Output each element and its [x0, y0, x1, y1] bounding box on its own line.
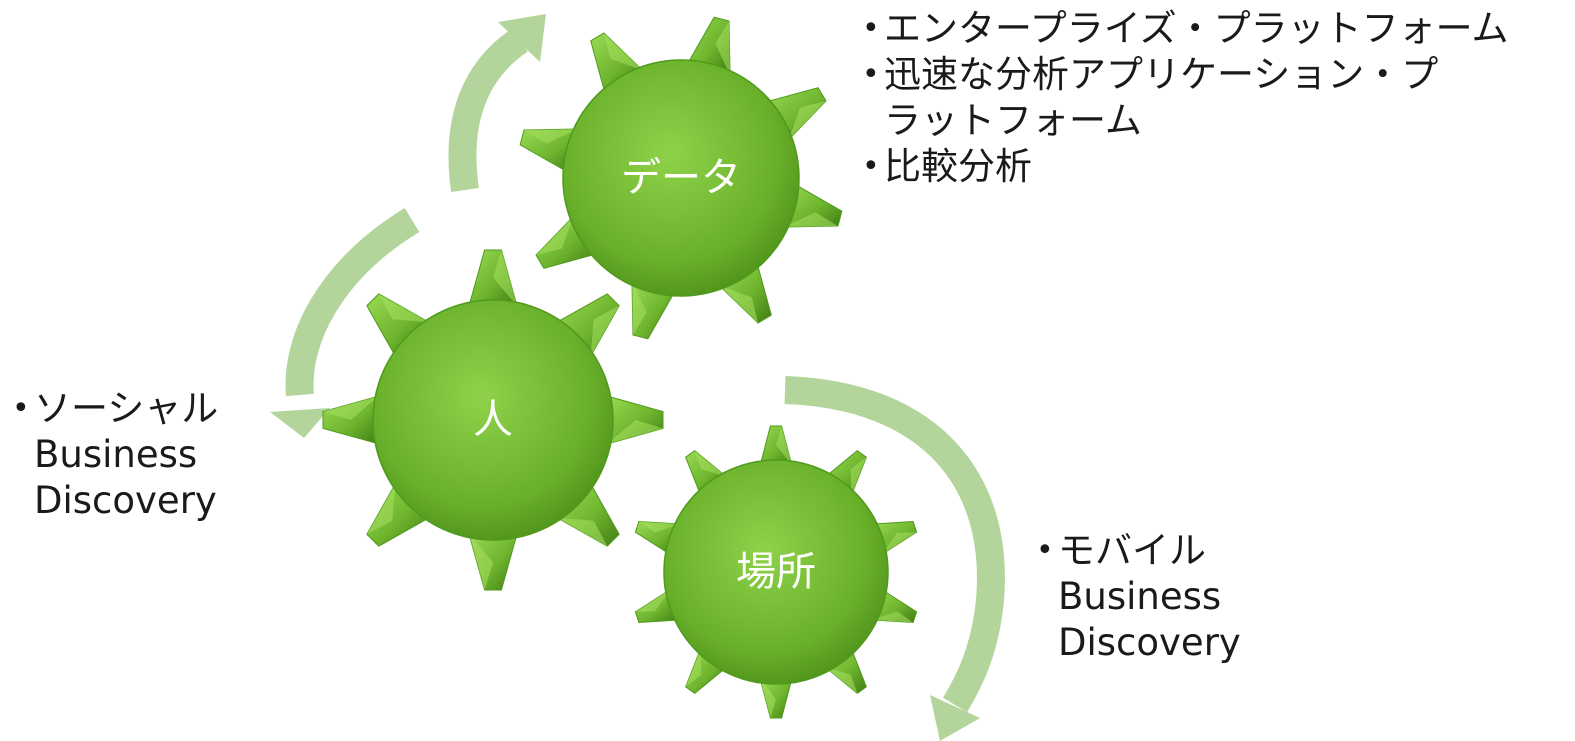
gear-data-tooth-facet: [524, 128, 578, 144]
gear-people-tooth: [606, 395, 664, 445]
gear-place-tooth-facet: [776, 426, 792, 466]
data-list-item: 比較分析: [862, 144, 1509, 190]
data-list-item: エンタープライズ・プラットフォーム: [862, 6, 1509, 52]
people-list-item-line: Discovery: [34, 479, 217, 522]
gear-data-label: データ: [621, 155, 741, 201]
arrow-left: [270, 208, 420, 438]
gear-data-tooth-facet: [784, 212, 838, 228]
gear-place-tooth-facet: [685, 648, 702, 687]
gear-data-tooth-facet: [715, 21, 731, 75]
gear-data-tooth-facet: [631, 281, 647, 335]
gear-people-tooth-facet: [378, 293, 430, 323]
gear-place-tooth-facet: [635, 589, 671, 612]
gear-data-tooth-facet: [788, 100, 826, 140]
gear-place-tooth-facet: [760, 678, 776, 718]
gear-people-body: [372, 299, 614, 541]
place-list-item-line: Discovery: [1058, 621, 1241, 664]
gear-people-tooth-facet: [323, 396, 379, 420]
gear-people-label: 人: [473, 397, 513, 443]
data-list-item: 迅速な分析アプリケーション・プラットフォーム: [862, 52, 1509, 144]
gear-place: [634, 425, 918, 719]
data-list-item-line: エンタープライズ・プラットフォーム: [884, 7, 1509, 50]
gear-data: [519, 16, 843, 340]
people-list-item-line: Business: [34, 433, 198, 476]
cycle-arrows: [270, 14, 1005, 741]
people-list-item-line: ソーシャル: [34, 387, 219, 430]
gear-place-tooth-facet: [638, 521, 681, 533]
gear-data-tooth-facet: [603, 33, 643, 71]
arrow-upper: [448, 14, 546, 192]
gear-place-label: 場所: [736, 549, 816, 595]
data-list-item-line: ラットフォーム: [884, 99, 1142, 142]
gear-people-tooth-facet: [607, 420, 663, 444]
gear-place-tooth-facet: [871, 611, 914, 623]
data-list-item-line: 迅速な分析アプリケーション・プ: [884, 53, 1439, 96]
place-list-item-line: モバイル: [1058, 529, 1206, 572]
gear-people-tooth-facet: [590, 305, 620, 357]
gear-people-tooth: [468, 249, 518, 307]
gear-people-tooth: [468, 533, 518, 591]
gear-data-tooth-facet: [719, 285, 759, 323]
gear-people-tooth-facet: [493, 250, 517, 306]
gear-people-tooth-facet: [469, 534, 493, 590]
gear-place-tooth-facet: [881, 532, 917, 555]
gear-people-tooth-facet: [366, 483, 396, 535]
gear-place-tooth-facet: [694, 450, 727, 477]
gear-place-tooth-facet: [825, 667, 858, 694]
gear-place-body: [663, 459, 889, 685]
gear-people-tooth-facet: [556, 517, 608, 547]
gear-people-tooth: [322, 395, 380, 445]
gear-place-tooth-facet: [850, 457, 867, 496]
gear-data-tooth-facet: [536, 216, 574, 256]
data-bullet-list: エンタープライズ・プラットフォーム迅速な分析アプリケーション・プラットフォーム比…: [862, 6, 1509, 190]
place-list-item-line: Business: [1058, 575, 1222, 618]
data-list-item-line: 比較分析: [884, 145, 1032, 188]
gear-people: [322, 249, 664, 591]
arrow-right: [784, 376, 1005, 741]
gear-data-body: [562, 59, 800, 297]
